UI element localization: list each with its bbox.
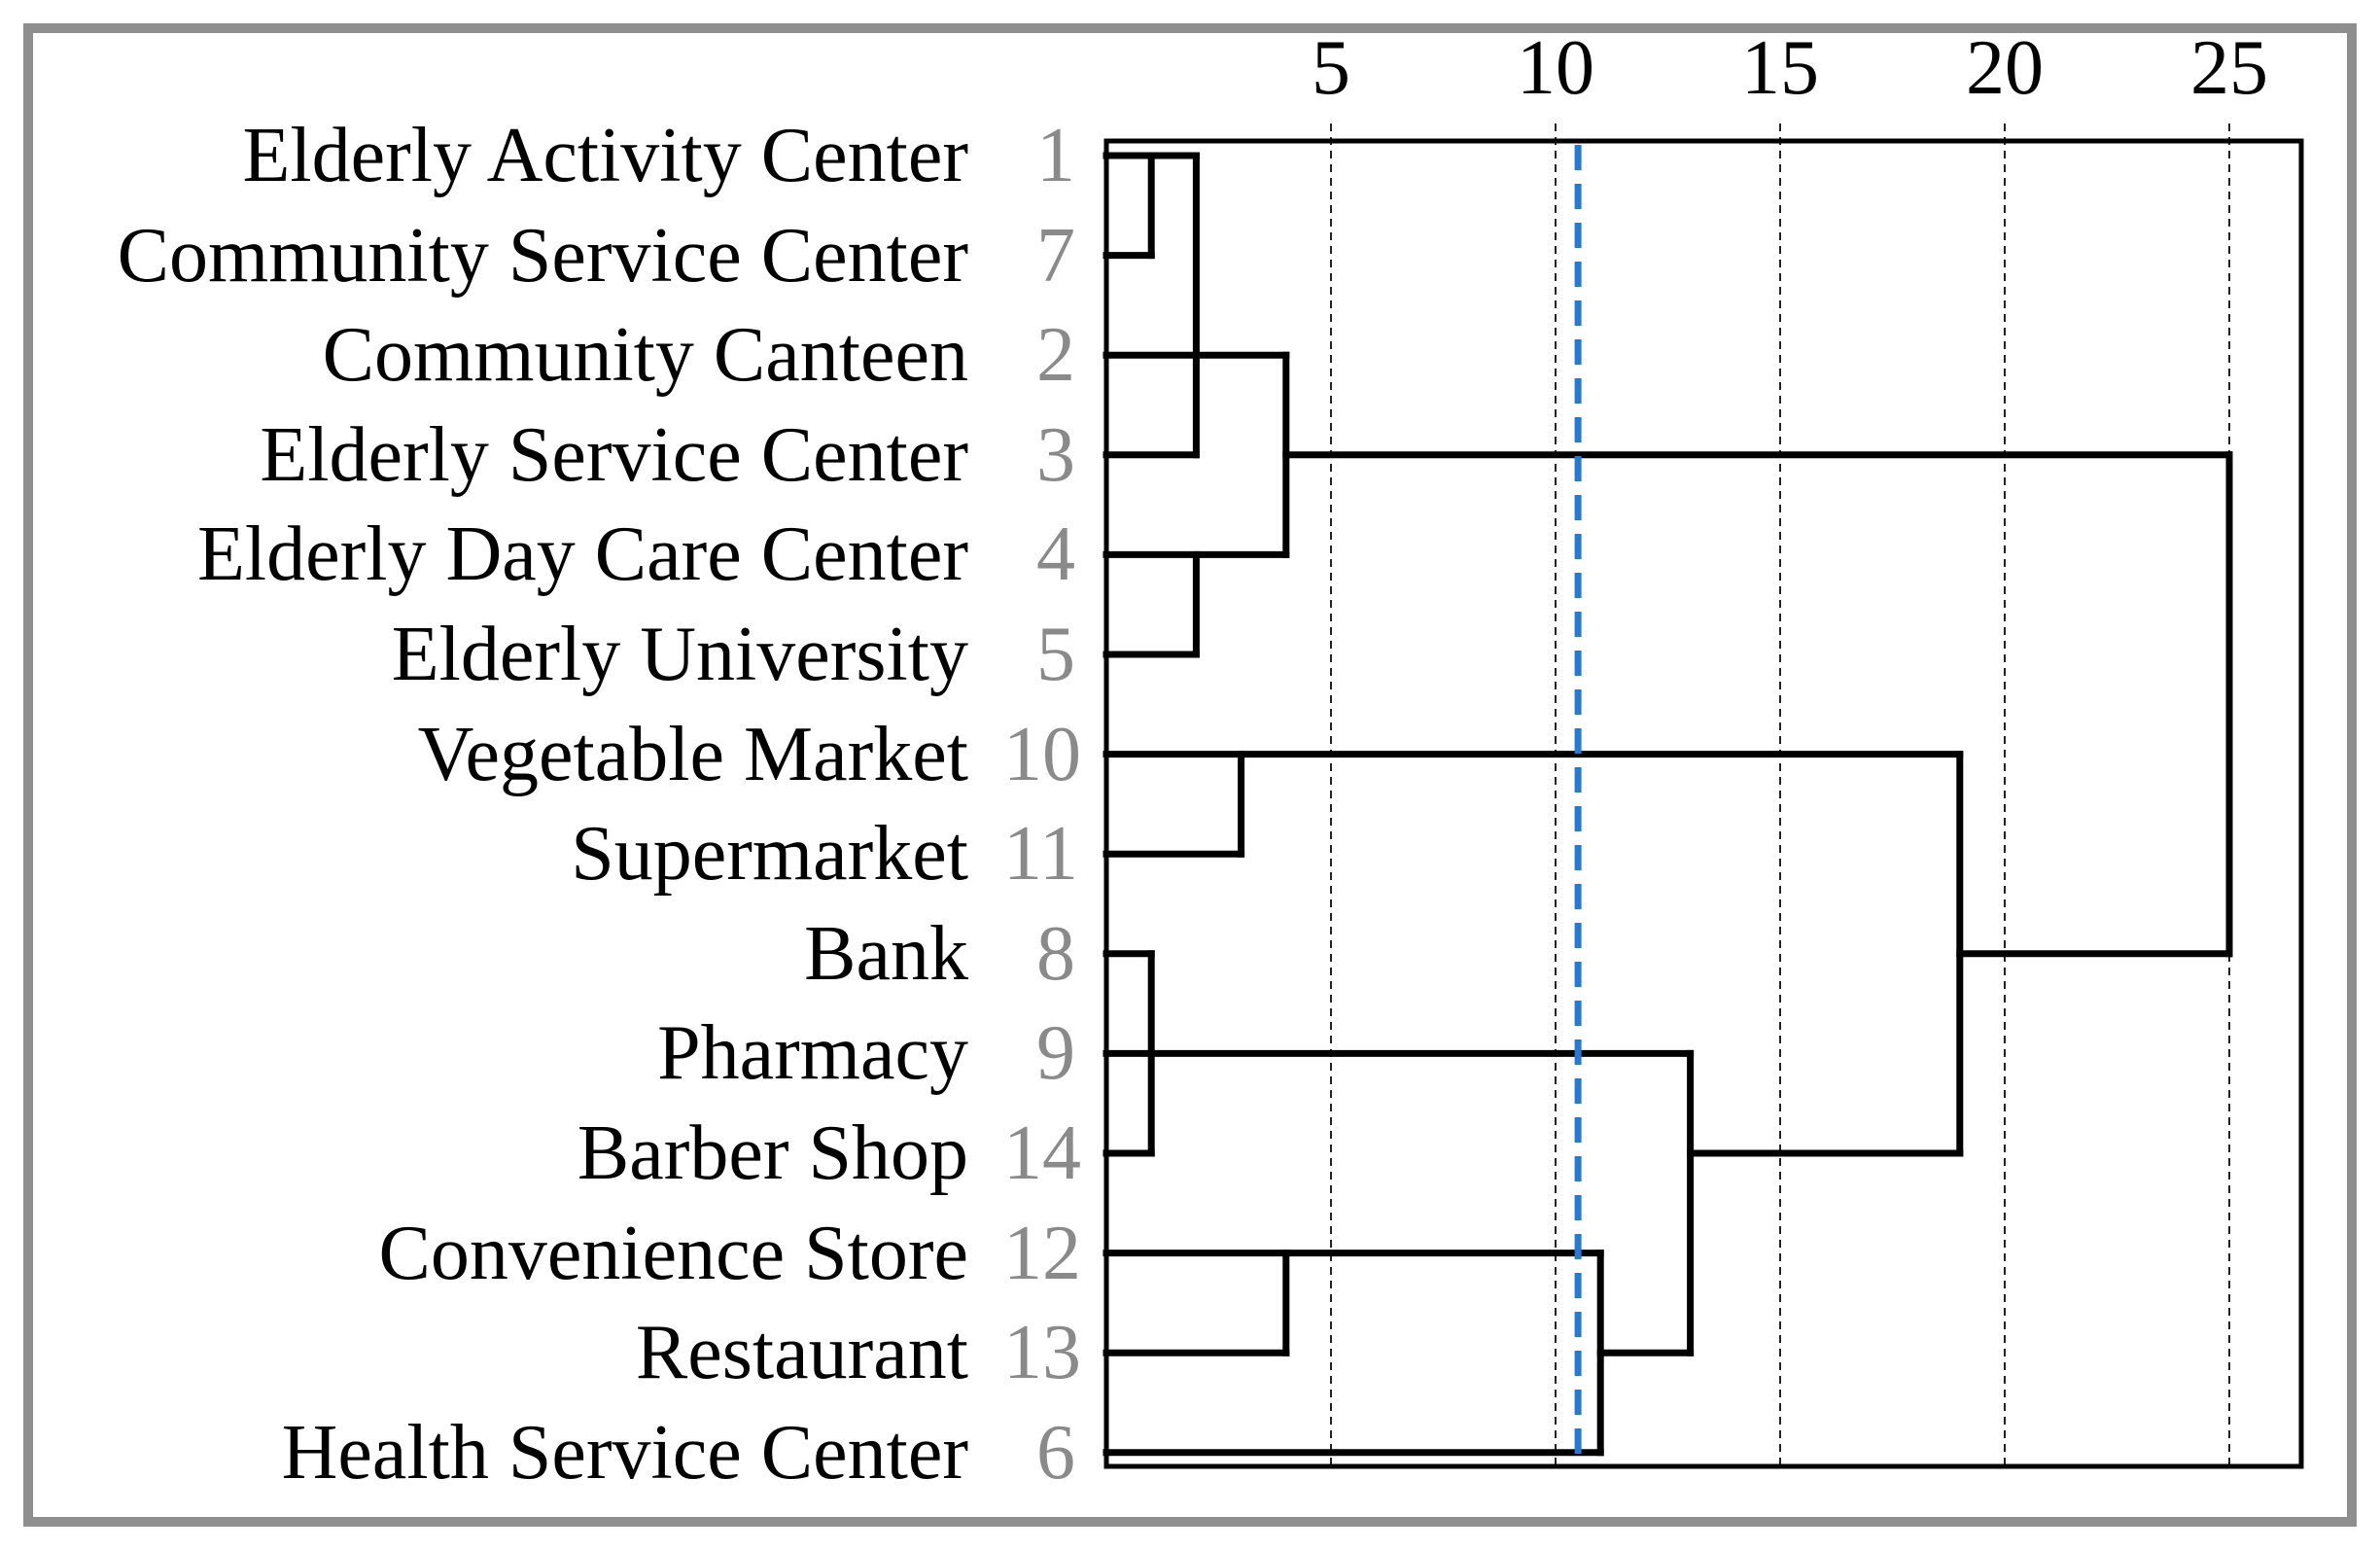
- leaf-id: 6: [1036, 1409, 1075, 1496]
- leaf-label: Community Canteen: [322, 312, 968, 399]
- leaf-row: Community Service Center 7: [0, 205, 1079, 306]
- leaf-id: 14: [1003, 1110, 1081, 1196]
- leaf-id: 5: [1036, 612, 1075, 697]
- leaf-row: Pharmacy 9: [0, 1003, 1079, 1104]
- leaf-row: Community Canteen 2: [0, 304, 1079, 405]
- leaf-label: Convenience Store: [378, 1210, 968, 1296]
- leaf-label: Vegetable Market: [417, 711, 968, 797]
- leaf-label: Elderly University: [391, 612, 968, 697]
- leaf-label: Elderly Service Center: [260, 411, 968, 498]
- leaf-label: Health Service Center: [281, 1409, 968, 1496]
- leaf-id: 1: [1036, 113, 1075, 198]
- leaf-id: 12: [1003, 1210, 1081, 1296]
- leaf-label: Pharmacy: [657, 1010, 968, 1097]
- leaf-row: Bank 8: [0, 903, 1079, 1004]
- leaf-row: Elderly University 5: [0, 604, 1079, 705]
- x-axis-tick-labels: 5 10 15 20 25: [0, 0, 2380, 126]
- leaf-label: Elderly Day Care Center: [196, 511, 968, 598]
- leaf-id: 9: [1036, 1010, 1075, 1097]
- leaf-row: Restaurant 13: [0, 1302, 1081, 1403]
- leaf-row: Elderly Service Center 3: [0, 405, 1079, 506]
- figure-border-frame: [23, 23, 2357, 1527]
- leaf-label: Elderly Activity Center: [242, 113, 968, 198]
- leaf-label: Community Service Center: [117, 212, 968, 299]
- leaf-id: 11: [1003, 811, 1079, 898]
- leaf-id: 4: [1036, 511, 1075, 598]
- x-axis-tick-label: 25: [2190, 25, 2268, 111]
- leaf-label: Supermarket: [571, 811, 968, 898]
- leaf-id: 10: [1003, 711, 1081, 797]
- x-axis-tick-label: 5: [1312, 25, 1350, 111]
- leaf-row: Vegetable Market 10: [0, 704, 1081, 805]
- leaf-id: 13: [1003, 1310, 1081, 1396]
- leaf-row: Elderly Activity Center 1: [0, 105, 1079, 206]
- leaf-row: Supermarket 11: [0, 803, 1079, 904]
- x-axis-tick-label: 15: [1741, 25, 1819, 111]
- leaf-row: Barber Shop 14: [0, 1103, 1081, 1204]
- x-axis-tick-label: 20: [1966, 25, 2044, 111]
- leaf-id: 3: [1036, 411, 1075, 498]
- leaf-row: Elderly Day Care Center 4: [0, 504, 1079, 605]
- leaf-label: Barber Shop: [577, 1110, 968, 1196]
- plot-border: [1103, 138, 2304, 1469]
- leaf-label: Restaurant: [635, 1310, 968, 1396]
- leaf-id: 7: [1036, 212, 1075, 299]
- leaf-row: Health Service Center 6: [0, 1402, 1079, 1503]
- leaf-label: Bank: [804, 910, 968, 997]
- leaf-row: Convenience Store 12: [0, 1203, 1081, 1304]
- leaf-id: 8: [1036, 910, 1075, 997]
- leaf-id: 2: [1036, 312, 1075, 399]
- x-axis-tick-label: 10: [1517, 25, 1594, 111]
